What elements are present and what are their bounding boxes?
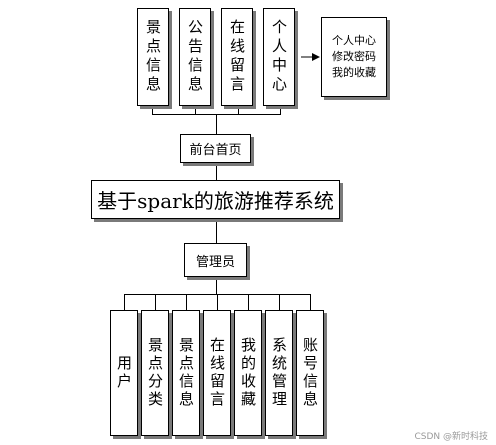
front-home-label: 前台首页 <box>189 143 242 158</box>
admin-module-online-message[interactable]: 在线留言 <box>203 310 231 436</box>
home-to-title-line <box>216 163 217 180</box>
front-module-online-message[interactable]: 在线留言 <box>221 8 253 106</box>
watermark: CSDN @新时科技 <box>414 432 488 442</box>
admin-module-label: 用户 <box>115 355 133 391</box>
system-title: 基于spark的旅游推荐系统 <box>97 189 334 213</box>
front-module-label: 在线留言 <box>228 19 246 95</box>
admin-module-scenic-category[interactable]: 景点分类 <box>141 310 169 436</box>
personal-center-items-box[interactable]: 个人中心 修改密码 我的收藏 <box>321 17 387 97</box>
admin-module-label: 景点信息 <box>177 337 195 409</box>
admin-module-label: 在线留言 <box>208 337 226 409</box>
front-module-label: 个人中心 <box>270 19 288 95</box>
front-module-label: 景点信息 <box>144 19 162 95</box>
admin-module-user[interactable]: 用户 <box>110 310 138 436</box>
admin-box[interactable]: 管理员 <box>184 243 247 277</box>
front-module-personal-center[interactable]: 个人中心 <box>263 8 295 106</box>
admin-module-account-info[interactable]: 账号信息 <box>296 310 324 436</box>
admin-label: 管理员 <box>195 254 235 270</box>
personal-center-item: 个人中心 <box>332 34 376 47</box>
front-module-announcement-info[interactable]: 公告信息 <box>179 8 211 106</box>
personal-center-item: 修改密码 <box>332 50 376 63</box>
admin-module-my-favorites[interactable]: 我的收藏 <box>234 310 262 436</box>
admin-module-label: 系统管理 <box>270 337 288 409</box>
front-module-label: 公告信息 <box>186 19 204 95</box>
front-home-box[interactable]: 前台首页 <box>180 134 251 163</box>
admin-module-system-management[interactable]: 系统管理 <box>265 310 293 436</box>
admin-module-scenic-info[interactable]: 景点信息 <box>172 310 200 436</box>
personal-center-item: 我的收藏 <box>332 66 376 79</box>
system-title-box[interactable]: 基于spark的旅游推荐系统 <box>91 180 340 219</box>
admin-module-label: 景点分类 <box>146 337 164 409</box>
title-to-admin-line <box>216 219 217 243</box>
admin-module-label: 账号信息 <box>301 337 319 409</box>
admin-module-label: 我的收藏 <box>239 337 257 409</box>
front-module-scenic-info[interactable]: 景点信息 <box>137 8 169 106</box>
